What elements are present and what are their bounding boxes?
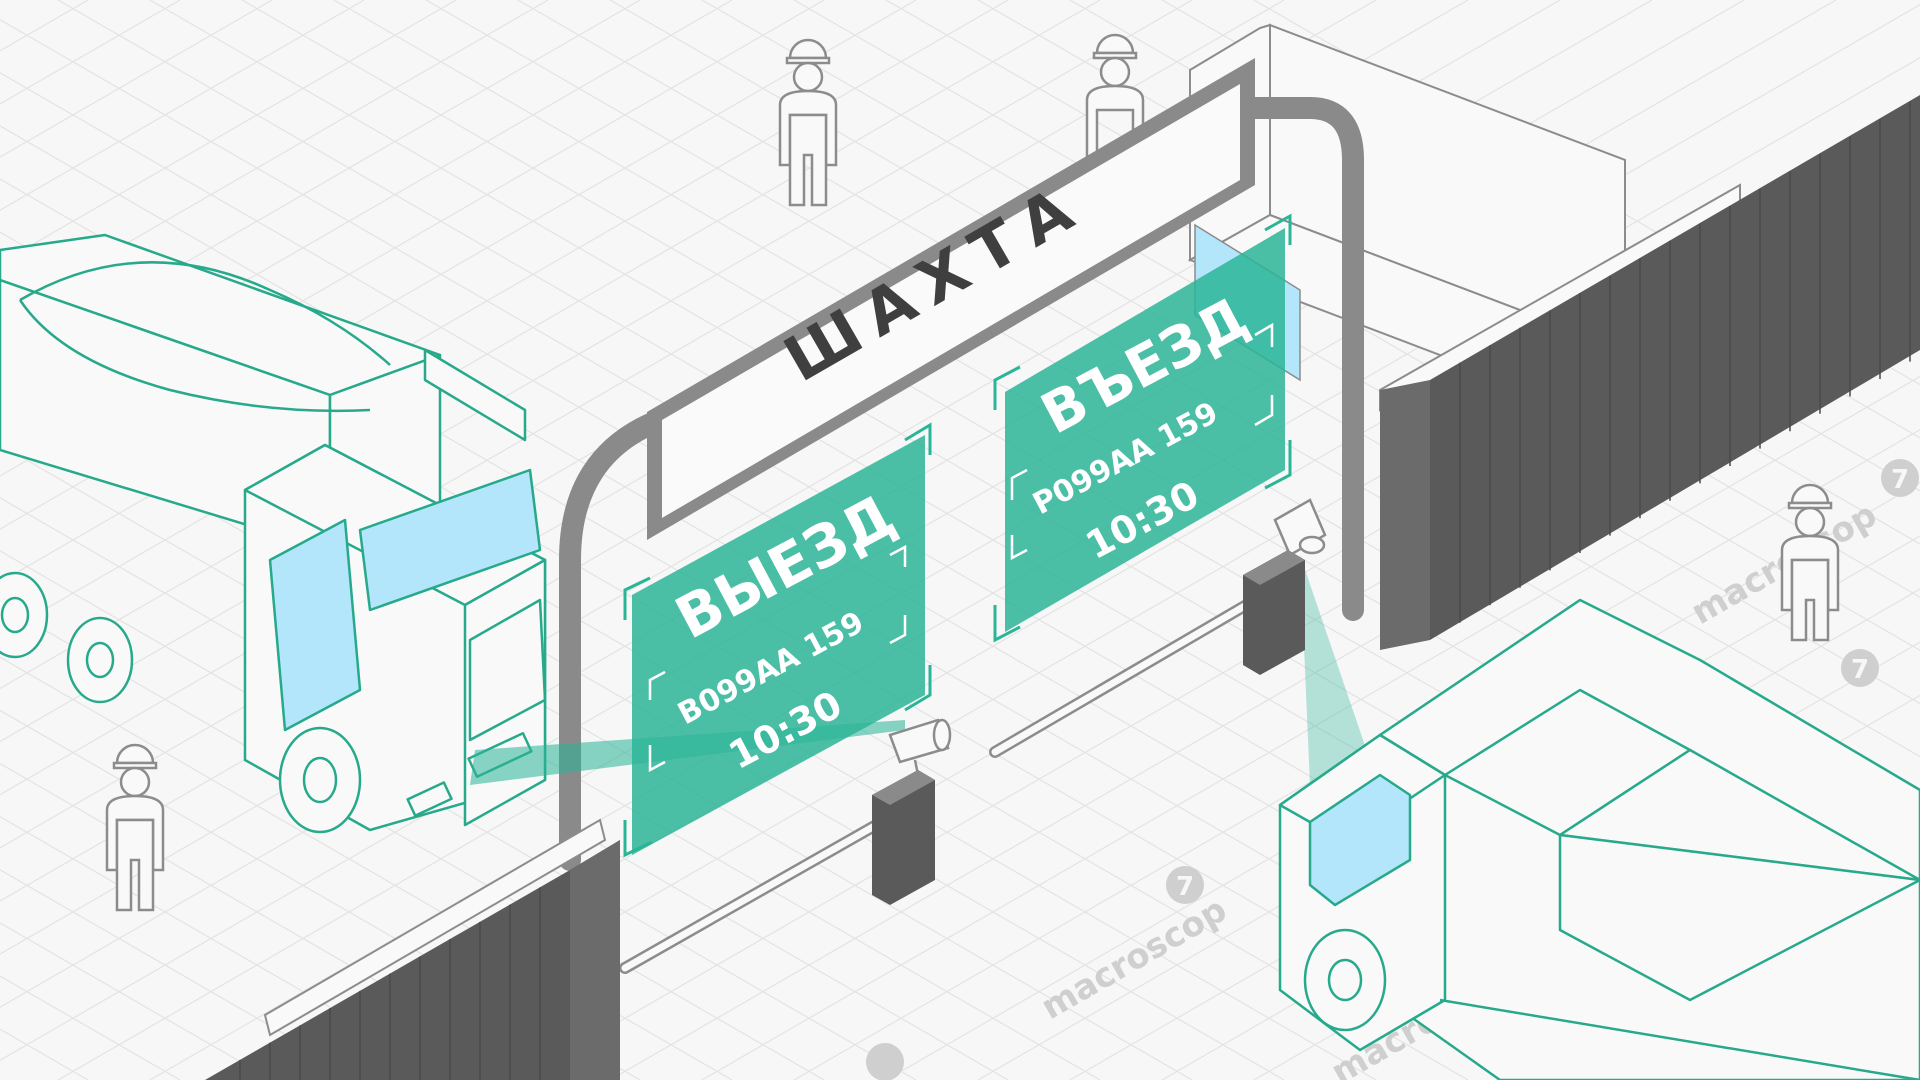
grid-line bbox=[0, 0, 641, 371]
grid-line bbox=[0, 0, 457, 265]
worker-icon bbox=[1085, 33, 1145, 162]
macroscop-logo-icon bbox=[866, 1043, 904, 1080]
grid-line bbox=[0, 497, 1009, 1080]
worker-icon bbox=[1780, 483, 1840, 642]
watermark-brand-text: macroscop bbox=[1035, 890, 1234, 1028]
barrier-icon bbox=[619, 770, 935, 974]
logo-symbol: 7 bbox=[1891, 465, 1909, 495]
grid-line bbox=[0, 603, 825, 1080]
grid-line bbox=[0, 0, 733, 424]
grid-line bbox=[0, 975, 181, 1080]
grid-line bbox=[0, 762, 549, 1080]
grid-line bbox=[0, 0, 549, 318]
camera-icon bbox=[888, 718, 952, 776]
barrier-icon bbox=[989, 550, 1305, 758]
grid-line bbox=[0, 0, 365, 211]
gate-icon bbox=[205, 818, 620, 1080]
camera-icon bbox=[1273, 498, 1327, 557]
grid-line bbox=[0, 0, 181, 105]
macroscop-logo-icon: 7 bbox=[1881, 459, 1919, 497]
logo-symbol: 7 bbox=[1176, 872, 1194, 902]
logo-symbol: 7 bbox=[1851, 655, 1869, 685]
grid-line bbox=[0, 0, 917, 530]
watermark: macroscop bbox=[1035, 890, 1234, 1028]
grid-line bbox=[0, 444, 1101, 1080]
entrance-arch: ШАХТА bbox=[559, 58, 1364, 871]
truck-icon bbox=[1278, 598, 1920, 1080]
grid-line bbox=[0, 709, 641, 1080]
worker-icon bbox=[105, 743, 165, 912]
grid-line bbox=[0, 178, 1561, 1080]
grid-line bbox=[0, 0, 825, 477]
grid-line bbox=[0, 922, 273, 1080]
macroscop-logo-icon: 7 bbox=[1841, 649, 1879, 687]
exit-recognition-panel: ВЫЕЗД В099АА 159 10:30 bbox=[623, 422, 932, 858]
worker-icon bbox=[778, 38, 838, 207]
grid-line bbox=[701, 0, 1920, 705]
grid-line bbox=[0, 869, 365, 1080]
grid-line bbox=[0, 0, 273, 158]
grid-line bbox=[0, 656, 733, 1080]
grid-line bbox=[0, 0, 89, 52]
truck-icon bbox=[0, 233, 547, 834]
grid-line bbox=[0, 1028, 89, 1080]
macroscop-logo-icon: 7 bbox=[1166, 866, 1204, 904]
gate-icon bbox=[1379, 95, 1920, 650]
